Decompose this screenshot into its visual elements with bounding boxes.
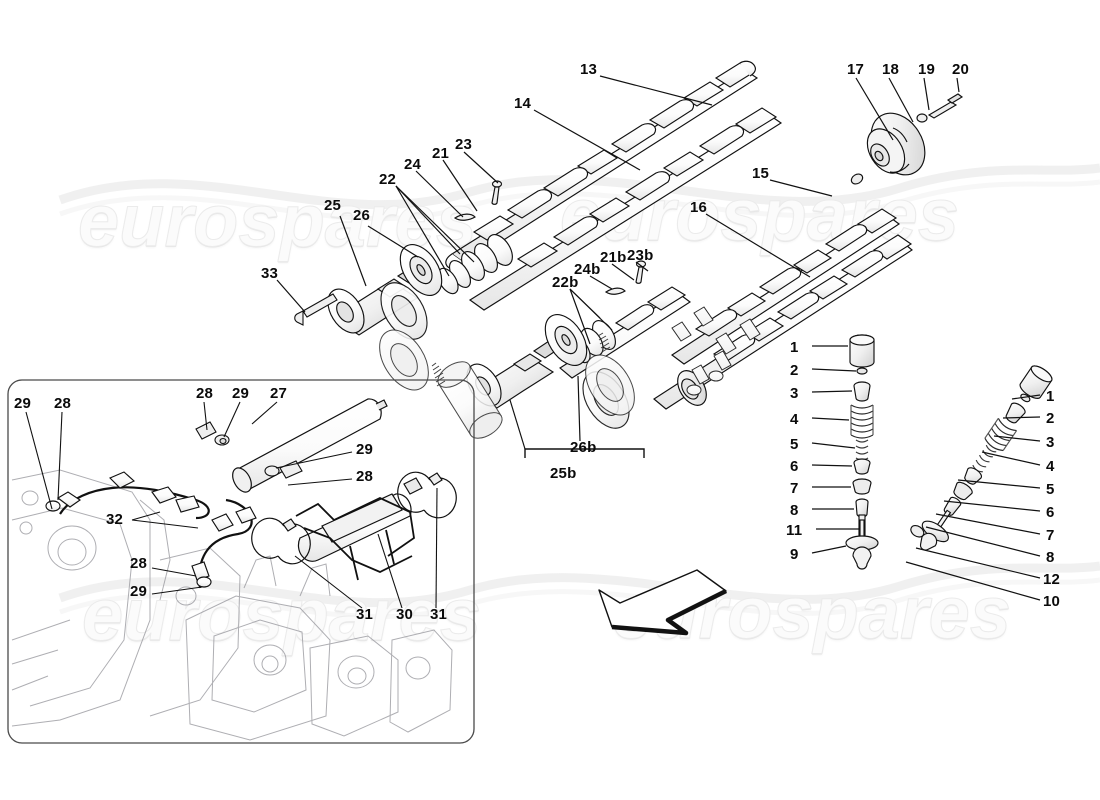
- timing-chain-sprockets: [379, 329, 635, 439]
- camshaft-15: [670, 93, 964, 365]
- callout-inset-29-d: 29: [130, 583, 148, 600]
- callout-inset-28-c: 28: [356, 468, 374, 485]
- callout-valve-right-6: 6: [1046, 504, 1055, 521]
- variable-timing-actuator-left: [327, 244, 443, 340]
- fitting-28-29-right: [264, 460, 303, 479]
- callout-15: 15: [752, 165, 770, 182]
- callout-valve-right-8: 8: [1046, 549, 1055, 566]
- oil-pipe-32-lower: [191, 498, 257, 589]
- part-2-shim-right: [1020, 393, 1031, 403]
- camshaft-13: [445, 60, 759, 270]
- callout-valve-4: 4: [790, 411, 799, 428]
- inset-panel-border: [7, 379, 475, 744]
- callout-24-lower: 24b: [574, 261, 601, 278]
- part-2-shim: [856, 367, 868, 375]
- callout-valve-right-3: 3: [1046, 434, 1055, 451]
- callout-inset-27: 27: [270, 385, 288, 402]
- fitting-28-29-upper: [195, 421, 230, 446]
- callout-21-lower: 21b: [600, 249, 627, 266]
- callout-valve-right-12: 12: [1043, 571, 1061, 588]
- callout-inset-29-c: 29: [356, 441, 374, 458]
- part-1-tappet: [849, 334, 875, 368]
- part-9-valve: [845, 519, 879, 570]
- callout-19: 19: [918, 61, 936, 78]
- callout-inset-31-b: 31: [430, 606, 448, 623]
- callout-valve-right-1: 1: [1046, 388, 1055, 405]
- valve-assembly-vertical: [845, 334, 879, 570]
- callout-valve-5: 5: [790, 436, 799, 453]
- callout-valve-8: 8: [790, 502, 799, 519]
- camshaft-16: [653, 234, 913, 410]
- callout-22-lower: 22b: [552, 274, 579, 291]
- inset-callout-leaders: [25, 401, 438, 609]
- callout-21-upper: 21: [432, 145, 450, 162]
- callout-25-lower: 25b: [550, 465, 577, 482]
- callout-22-upper: 22: [379, 171, 397, 188]
- callout-13: 13: [580, 61, 598, 78]
- callout-valve-right-2: 2: [1046, 410, 1055, 427]
- part-7-spring-seat: [852, 478, 872, 495]
- callout-24-upper: 24: [404, 156, 422, 173]
- callout-26-lower: 26b: [570, 439, 597, 456]
- callout-valve-11: 11: [786, 522, 803, 539]
- callout-33: 33: [261, 265, 279, 282]
- callout-26-upper: 26: [353, 207, 371, 224]
- callout-inset-28-d: 28: [130, 555, 148, 572]
- engine-block-ghost: [11, 469, 453, 741]
- callout-valve-3: 3: [790, 385, 799, 402]
- callout-valve-1: 1: [790, 339, 799, 356]
- callout-inset-32: 32: [106, 511, 124, 528]
- oil-pipe-32-upper: [45, 471, 210, 520]
- callout-inset-31-a: 31: [356, 606, 374, 623]
- callout-25-upper: 25: [324, 197, 342, 214]
- callout-valve-right-7: 7: [1046, 527, 1055, 544]
- callout-17: 17: [847, 61, 865, 78]
- part-8-valve-stem-seal: [855, 498, 869, 518]
- callout-valve-right-4: 4: [1046, 458, 1055, 475]
- filter-housing-30: [295, 477, 423, 581]
- callout-14: 14: [514, 95, 532, 112]
- part-3-spring-cap-right: [1005, 402, 1026, 424]
- callout-16: 16: [690, 199, 708, 216]
- callout-leader-lines: [276, 75, 1041, 601]
- callout-inset-30: 30: [396, 606, 414, 623]
- valve-springs-small: [431, 332, 611, 387]
- part-12-cotter: [910, 525, 925, 538]
- part-7-spring-seat-right: [953, 481, 973, 501]
- callout-valve-right-5: 5: [1046, 481, 1055, 498]
- callout-valve-right-10: 10: [1043, 593, 1061, 610]
- callout-23-lower: 23b: [627, 247, 654, 264]
- valve-lifters-on-camshaft: [671, 306, 761, 396]
- callout-18: 18: [882, 61, 900, 78]
- callout-valve-6: 6: [790, 458, 799, 475]
- actuator-bolt-33: [294, 293, 338, 326]
- camshaft-14: [437, 107, 783, 311]
- part-6-retainer-right: [964, 467, 983, 485]
- part-3-spring-cap: [853, 381, 871, 402]
- callout-inset-28-a: 28: [54, 395, 72, 412]
- clamp-31-left: [251, 517, 311, 565]
- callout-20: 20: [952, 61, 970, 78]
- valve-assembly-angled: [910, 365, 1053, 551]
- callout-valve-9: 9: [790, 546, 799, 563]
- part-5-inner-spring: [855, 439, 869, 461]
- part-1-tappet-right: [1019, 365, 1053, 399]
- callout-valve-2: 2: [790, 362, 799, 379]
- callout-valve-7: 7: [790, 480, 799, 497]
- clamp-31-right: [397, 471, 457, 519]
- front-of-vehicle-direction-arrow: [598, 569, 728, 636]
- callout-inset-29-b: 29: [232, 385, 250, 402]
- part-5-inner-spring-right: [972, 444, 997, 473]
- part-4-outer-spring: [850, 404, 874, 439]
- callout-inset-28-b: 28: [196, 385, 214, 402]
- callout-23-upper: 23: [455, 136, 473, 153]
- part-6-retainer: [853, 458, 871, 475]
- callout-inset-29-a: 29: [14, 395, 32, 412]
